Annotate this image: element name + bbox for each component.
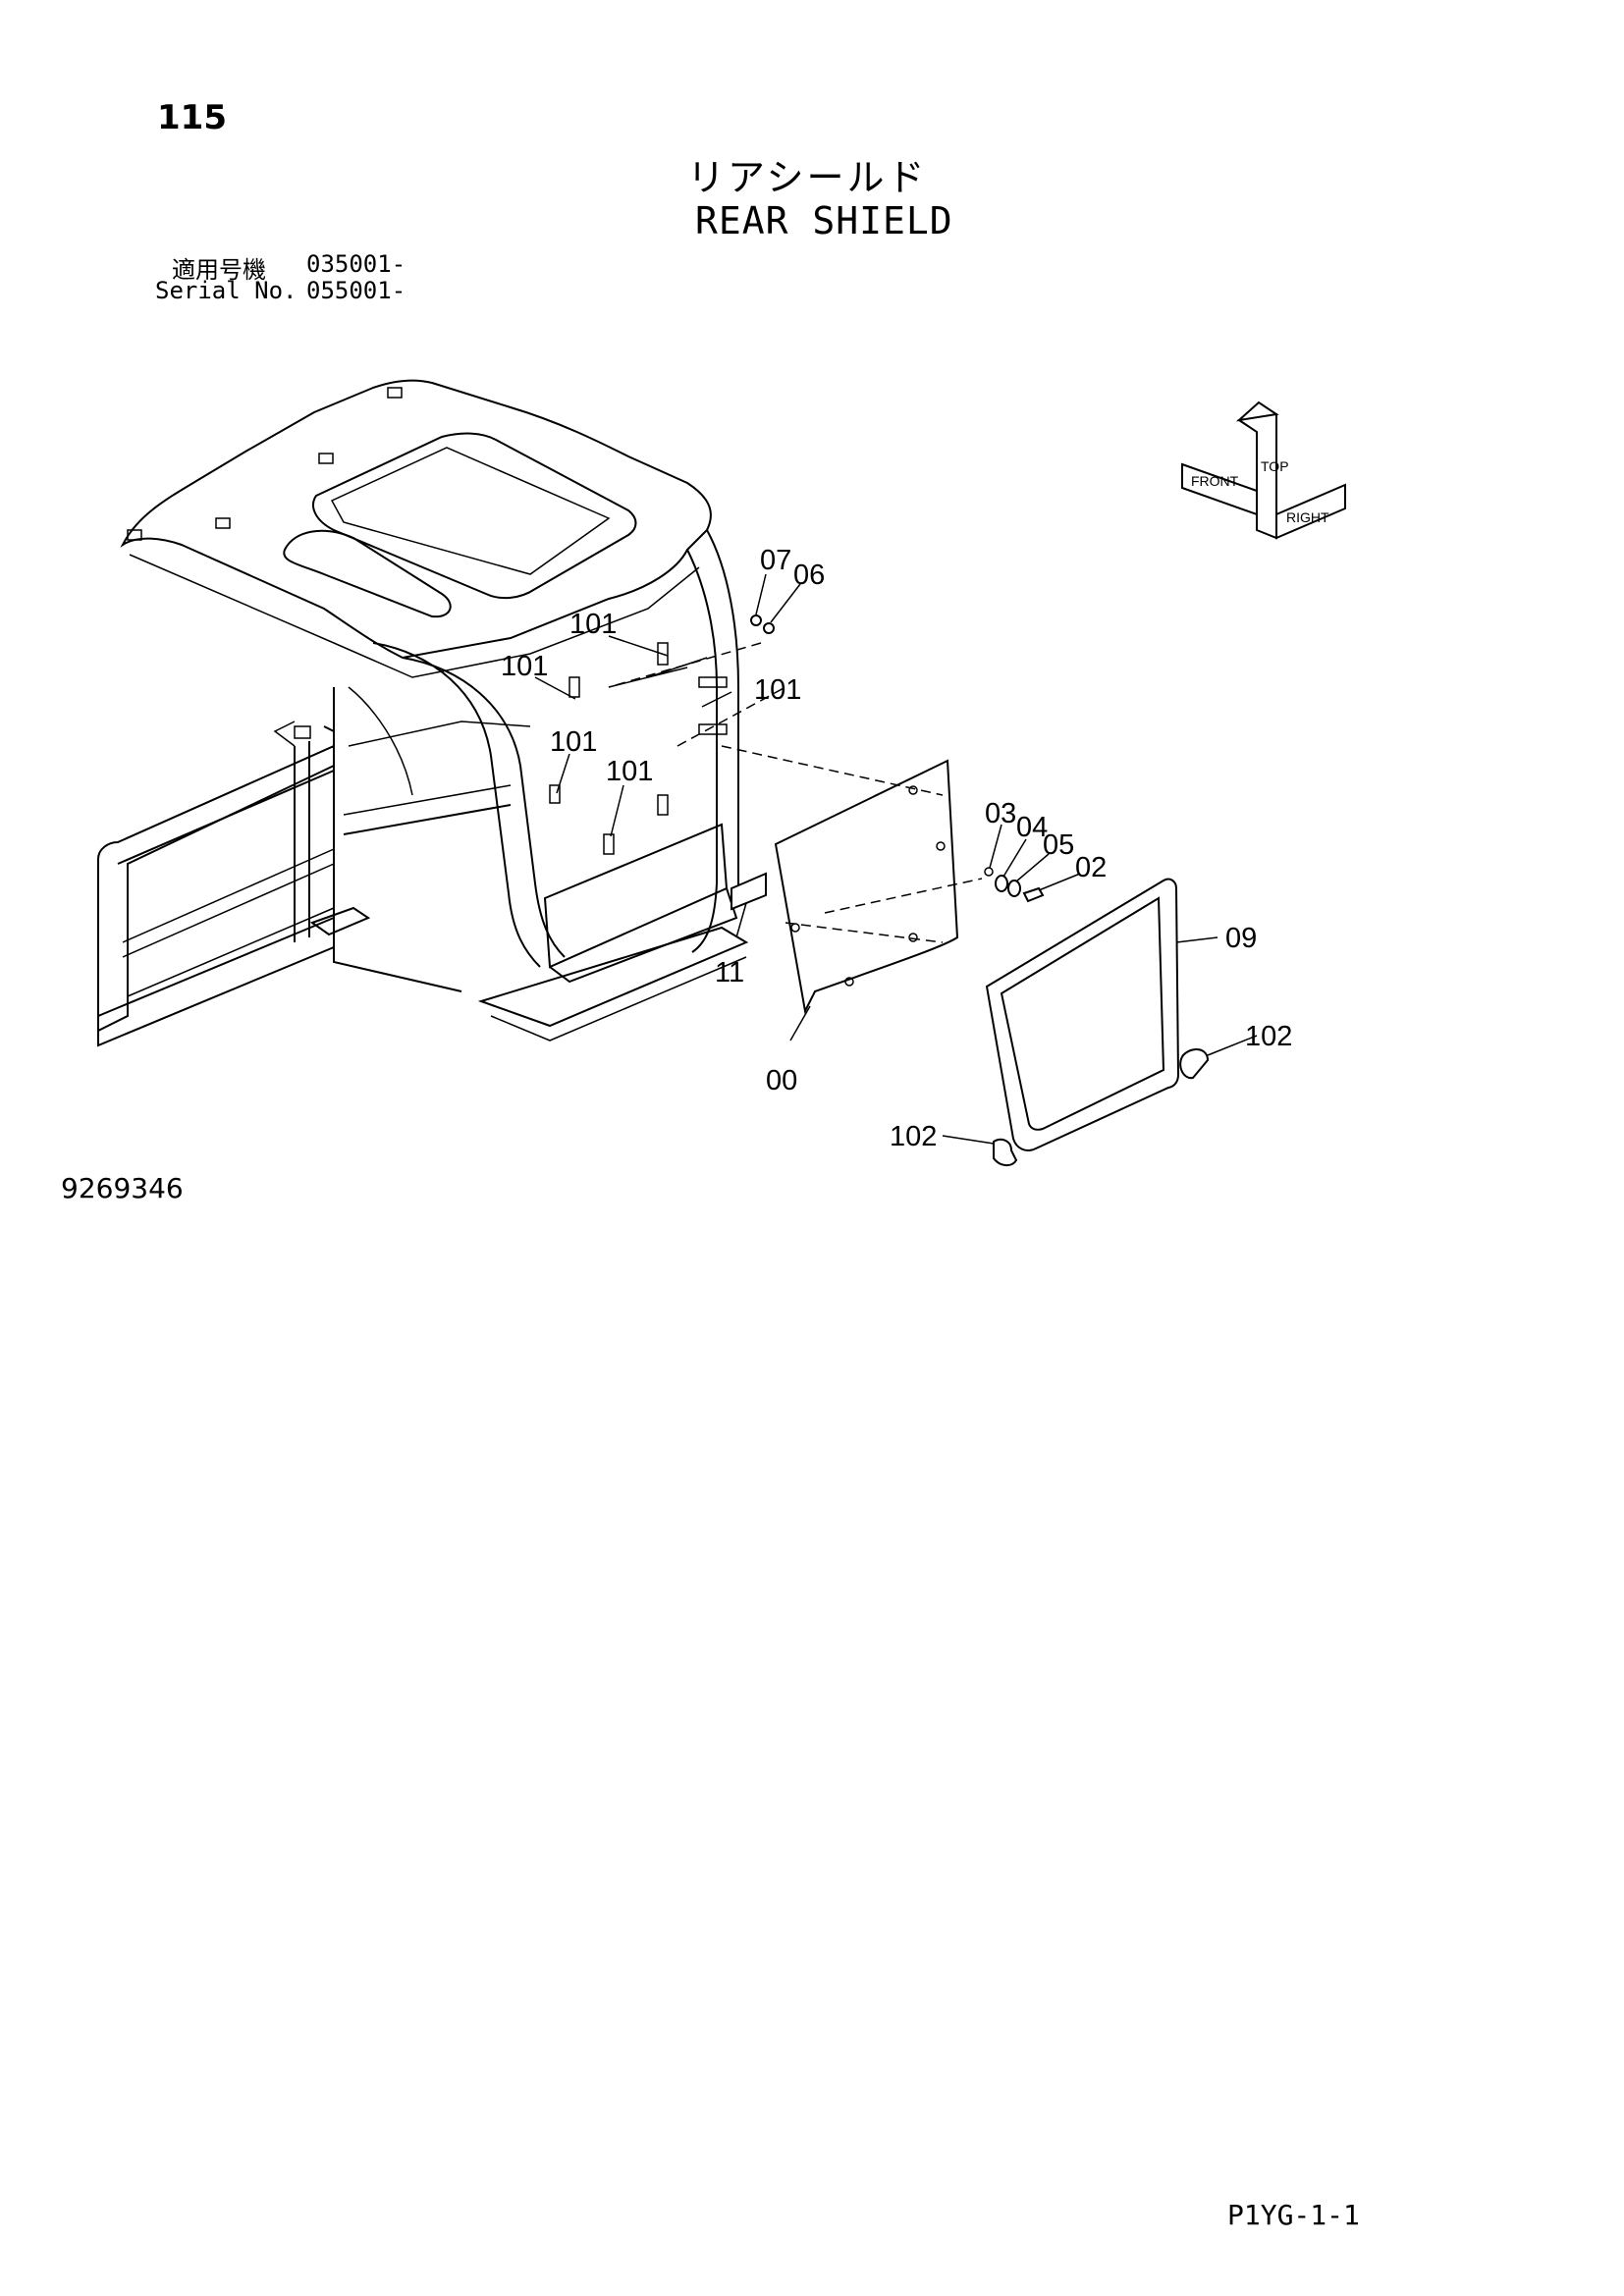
serial-jp-value: 035001-	[306, 250, 406, 278]
rear-shield-panel	[774, 759, 959, 1015]
orientation-right-label: RIGHT	[1286, 509, 1329, 525]
drawing-number: 9269346	[61, 1172, 184, 1204]
title-japanese: リアシールド	[687, 156, 928, 199]
fasteners-07-06	[750, 614, 775, 634]
sheet-code: P1YG-1-1	[1227, 2199, 1360, 2231]
serial-en-value: 055001-	[306, 277, 406, 304]
callout-101-lower-left: 101	[550, 726, 597, 758]
callout-09: 09	[1225, 923, 1257, 954]
decal-plate	[731, 872, 767, 911]
callout-00: 00	[766, 1065, 797, 1096]
orientation-top-label: TOP	[1261, 458, 1289, 474]
callout-101-right: 101	[754, 674, 801, 706]
callout-102-left: 102	[890, 1121, 937, 1152]
callout-03: 03	[985, 798, 1016, 829]
callout-11: 11	[715, 957, 744, 988]
callout-07: 07	[760, 545, 791, 576]
callout-101-lower: 101	[606, 756, 653, 787]
orientation-indicator: FRONT RIGHT TOP	[1181, 400, 1346, 540]
leader-lines	[534, 573, 1258, 1145]
callout-labels: 07 06 101 101 101 101 101 03 04 05 02 11…	[501, 545, 1292, 1152]
callout-101-left: 101	[501, 651, 548, 682]
seal-frame	[985, 878, 1180, 1151]
orientation-front-label: FRONT	[1191, 473, 1239, 489]
callout-05: 05	[1043, 829, 1074, 861]
serial-en-label: Serial No.	[155, 277, 298, 304]
callout-06: 06	[793, 560, 825, 591]
page-number: 115	[157, 98, 227, 137]
serial-jp-label: 適用号機	[172, 256, 266, 284]
callout-04: 04	[1016, 812, 1048, 843]
clips-102	[993, 1048, 1210, 1166]
title-english: REAR SHIELD	[695, 199, 953, 242]
callout-101-top: 101	[569, 609, 617, 640]
cab-frame	[97, 379, 749, 1047]
bolt-hardware	[984, 867, 1045, 903]
callout-02: 02	[1075, 852, 1107, 883]
callout-102-right: 102	[1245, 1021, 1292, 1052]
